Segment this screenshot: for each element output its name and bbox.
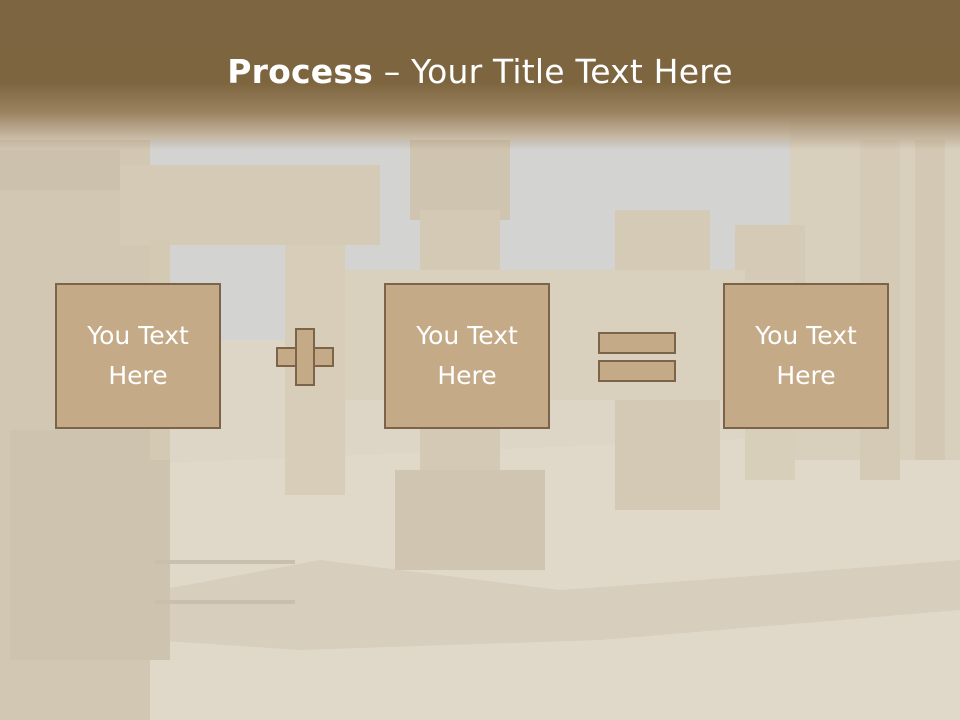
- equals-icon-top-bar: [598, 332, 676, 354]
- process-box-3[interactable]: You Text Here: [723, 283, 889, 429]
- title-band: [0, 0, 960, 150]
- process-box-2[interactable]: You Text Here: [384, 283, 550, 429]
- title-bold: Process: [227, 52, 374, 91]
- title-rest: – Your Title Text Here: [373, 52, 733, 91]
- process-box-3-label: You Text Here: [755, 321, 857, 390]
- process-box-1[interactable]: You Text Here: [55, 283, 221, 429]
- equals-icon-bottom-bar: [598, 360, 676, 382]
- slide-title: Process – Your Title Text Here: [0, 52, 960, 91]
- process-box-1-label: You Text Here: [87, 321, 189, 390]
- plus-icon: [276, 328, 334, 386]
- process-box-2-label: You Text Here: [416, 321, 518, 390]
